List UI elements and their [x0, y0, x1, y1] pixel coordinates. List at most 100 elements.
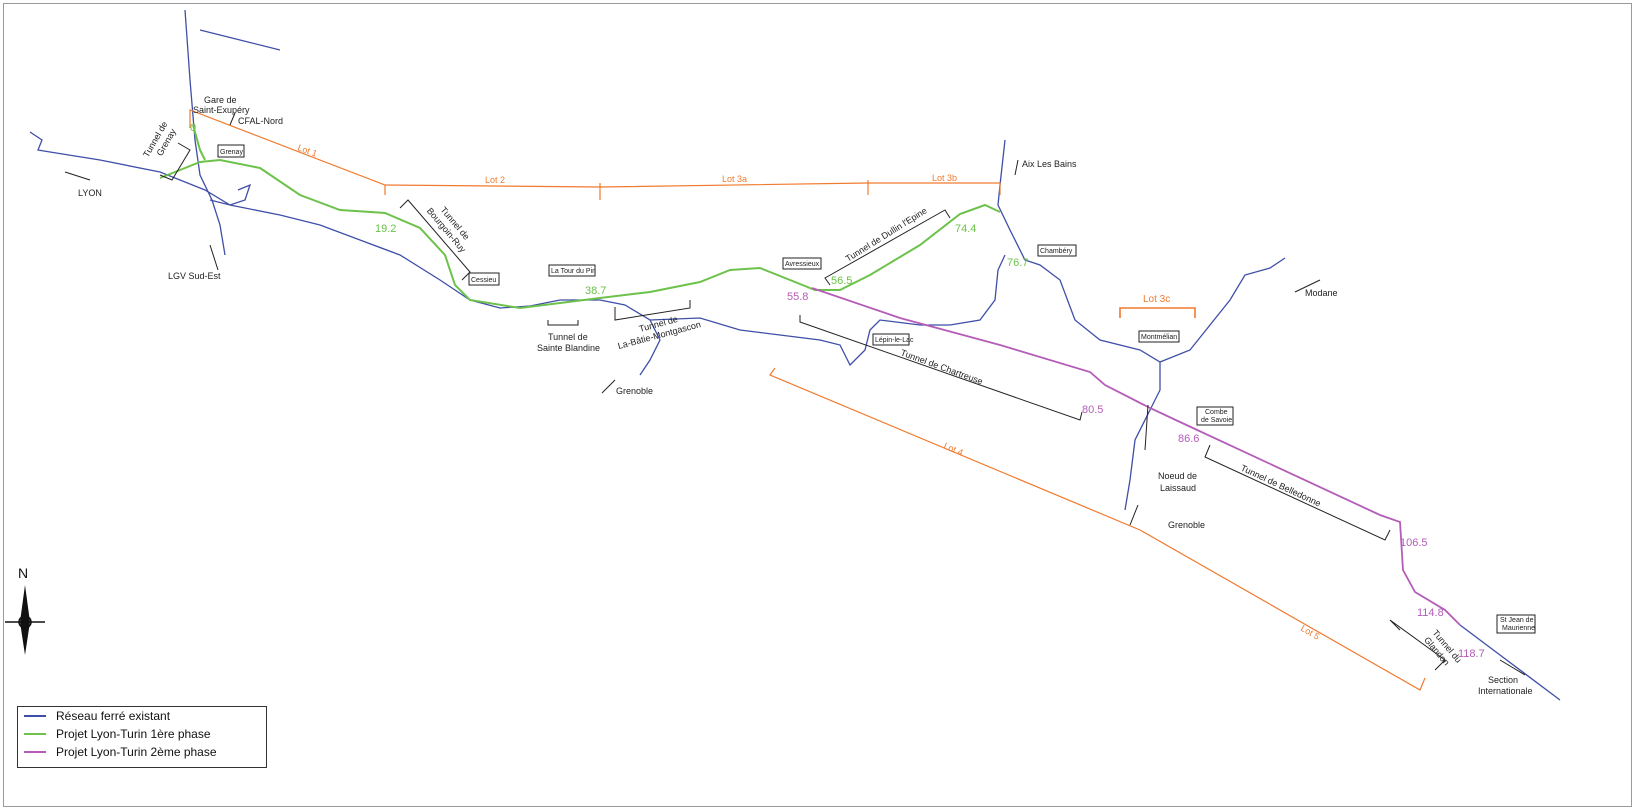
rail-river-line: [649, 254, 1006, 367]
legend-label: Projet Lyon-Turin 1ère phase: [56, 727, 211, 741]
arrow-grenoble-icon: [601, 379, 616, 394]
station-box: [1496, 614, 1536, 634]
station-lepin: Lépin-le-Lac: [875, 337, 914, 344]
lot3b-label: Lot 3b: [932, 173, 957, 183]
legend-swatch: [24, 715, 46, 717]
station-montmelian: Montmélian: [1141, 334, 1177, 341]
lot5-line: [1139, 529, 1426, 691]
tunnel-blandine-label2: Sainte Blandine: [537, 343, 600, 353]
arrow-aix-icon: [1014, 159, 1019, 176]
tunnel-blandine-label: Tunnel de: [548, 332, 588, 342]
legend-swatch: [24, 751, 46, 753]
km-label: 80.5: [1082, 404, 1103, 416]
tunnel-dullin-label: Tunnel de Dullin l'Epine: [844, 205, 929, 263]
km-label: 86.6: [1178, 433, 1199, 445]
north-label: N: [18, 565, 28, 581]
tunnel-chartreuse-label: Tunnel de Chartreuse: [899, 347, 984, 386]
direction-arrows: [64, 112, 1526, 676]
label-section: Section: [1488, 675, 1518, 685]
legend-item-existing: Réseau ferré existant: [18, 707, 266, 725]
km-label: 0: [190, 122, 196, 134]
km-label: 56.5: [831, 275, 852, 287]
label-modane: Modane: [1305, 288, 1338, 298]
label-grenoble: Grenoble: [616, 386, 653, 396]
rail-north-south: [184, 9, 226, 256]
tunnel-belledonne-bracket: [1204, 444, 1391, 541]
legend-label: Réseau ferré existant: [56, 709, 171, 723]
km-label: 74.4: [955, 223, 976, 235]
noeud-pointer: [1144, 404, 1149, 451]
station-avressieux: Avressieux: [785, 261, 820, 268]
lot3a-label: Lot 3a: [722, 174, 747, 184]
label-noeud: Noeud de: [1158, 471, 1197, 481]
rail-lyon-line: [29, 131, 661, 376]
tunnel-dullin-bracket: [824, 209, 951, 286]
km-label: 76.7: [1007, 257, 1028, 269]
arrow-lgv-icon: [209, 244, 219, 271]
tunnel-blandine-bracket: [547, 320, 579, 326]
tunnel-bourgoin-label: Tunnel de Bourgoin-Ruy: [425, 205, 472, 255]
lot4-line: [769, 367, 1141, 531]
station-combe: Combe: [1205, 409, 1228, 416]
tunnel-batie-bracket: [614, 300, 691, 321]
tunnel-glandon-bracket: [1389, 619, 1446, 671]
lot2-label: Lot 2: [485, 175, 505, 185]
lot3c-bracket: [1119, 307, 1196, 318]
label-lyon: LYON: [78, 188, 102, 198]
lot5-label: Lot 5: [1299, 623, 1321, 642]
station-box: [1037, 244, 1077, 257]
station-latour: La Tour du Pin: [551, 268, 596, 275]
label-noeud2: Laissaud: [1160, 483, 1196, 493]
lot1-label: Lot 1: [296, 142, 318, 158]
station-box: [217, 144, 245, 158]
phase2-line: [811, 287, 1461, 626]
station-box: [548, 264, 596, 277]
legend-label: Projet Lyon-Turin 2ème phase: [56, 745, 217, 759]
legend-item-phase1: Projet Lyon-Turin 1ère phase: [18, 725, 266, 743]
station-box: [1138, 330, 1180, 343]
label-lgv: LGV Sud-Est: [168, 271, 221, 281]
legend: Réseau ferré existant Projet Lyon-Turin …: [17, 706, 267, 768]
rail-chambery-line: [997, 139, 1286, 363]
tunnel-brackets: [159, 142, 1446, 671]
lots: [189, 109, 1426, 691]
label-cfal: CFAL-Nord: [238, 116, 283, 126]
label-section2: Internationale: [1478, 686, 1533, 696]
rail-top: [199, 29, 281, 51]
station-chambery: Chambéry: [1040, 248, 1073, 255]
legend-swatch: [24, 733, 46, 735]
station-cessieu: Cessieu: [471, 277, 496, 284]
rail-branch: [209, 183, 252, 206]
station-box: [872, 333, 910, 346]
phase1-branch: [192, 124, 206, 161]
station-box: [468, 272, 500, 286]
station-stjean2: Maurienne: [1502, 625, 1535, 632]
station-combe2: de Savoie: [1201, 417, 1232, 424]
label-gare2: Saint-Exupéry: [193, 105, 250, 115]
tunnel-grenay-bracket: [159, 142, 191, 181]
tunnel-bourgoin-bracket: [399, 199, 471, 281]
tunnel-chartreuse-bracket: [799, 315, 1083, 421]
phase1-line: [159, 158, 1001, 310]
north-arrow-icon: N: [5, 565, 45, 655]
km-label: 19.2: [375, 223, 396, 235]
station-box: [782, 257, 822, 270]
km-phase1: 0 19.2 38.7 56.5 74.4 76.7: [190, 122, 1028, 297]
lot2-3-line: [384, 182, 1001, 195]
legend-item-phase2: Projet Lyon-Turin 2ème phase: [18, 743, 266, 761]
tunnel-grenay-label: Tunnel de Grenay: [141, 120, 178, 159]
km-label: 38.7: [585, 285, 606, 297]
km-label: 118.7: [1458, 648, 1485, 660]
station-box: [1196, 406, 1234, 426]
rail-section-internationale: [1459, 624, 1561, 701]
arrow-grenoble2-icon: [1129, 504, 1139, 526]
label-gare: Gare de: [204, 95, 237, 105]
arrow-lyon-icon: [64, 171, 91, 181]
map-frame: [3, 3, 1632, 807]
existing-network: [29, 9, 1561, 701]
label-aix: Aix Les Bains: [1022, 159, 1077, 169]
km-phase2: 55.8 80.5 86.6 106.5 114.8 118.7: [787, 291, 1485, 660]
lot1-line: [189, 109, 386, 195]
km-label: 55.8: [787, 291, 808, 303]
